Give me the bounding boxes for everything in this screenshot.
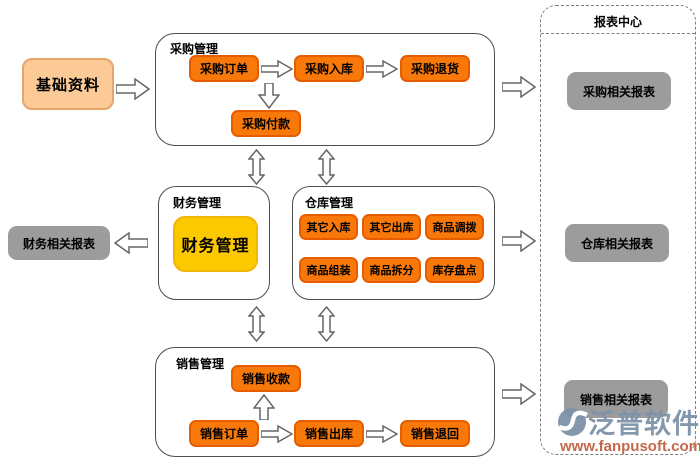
- arrow-purchase-warehouse-doublelink-icon: [318, 149, 335, 185]
- finance-group-title: 财务管理: [173, 196, 222, 210]
- warehouse-goods-assembly-node: 商品组装: [299, 257, 358, 283]
- warehouse-report-node: 仓库相关报表: [565, 224, 669, 262]
- purchase-group-title: 采购管理: [170, 42, 219, 56]
- arrow-purchase-to-report-icon: [502, 76, 536, 98]
- finance-report-node: 财务相关报表: [8, 226, 110, 260]
- watermark-url-text: www.fanpusoft.com: [560, 438, 700, 455]
- sales-outbound-node: 销售出库: [294, 420, 364, 447]
- arrow-finance-sales-doublelink-icon: [248, 306, 265, 342]
- report-center-group: 报表中心 采购相关报表 仓库相关报表 销售相关报表: [540, 5, 696, 455]
- warehouse-other-outbound-node: 其它出库: [362, 214, 421, 240]
- purchase-report-node: 采购相关报表: [567, 72, 671, 110]
- arrow-sales-order-to-outbound-icon: [261, 425, 293, 443]
- arrow-purchase-inbound-to-return-icon: [366, 60, 398, 78]
- arrow-sales-to-report-icon: [502, 383, 536, 405]
- warehouse-group-title: 仓库管理: [305, 196, 354, 210]
- arrow-purchase-order-to-inbound-icon: [261, 60, 293, 78]
- watermark: 泛普软件 www.fanpusoft.com: [556, 402, 700, 455]
- purchase-inbound-node: 采购入库: [294, 55, 364, 82]
- arrow-sales-outbound-to-return-icon: [366, 425, 398, 443]
- report-center-separator: [541, 33, 695, 34]
- warehouse-other-inbound-node: 其它入库: [299, 214, 358, 240]
- base-data-node: 基础资料: [22, 58, 114, 110]
- purchase-management-group: 采购管理 采购订单 采购入库 采购退货 采购付款: [155, 33, 495, 146]
- arrow-sales-order-to-receipt-icon: [253, 394, 275, 420]
- warehouse-stocktake-node: 库存盘点: [425, 257, 484, 283]
- purchase-order-node: 采购订单: [189, 55, 259, 82]
- sales-order-node: 销售订单: [189, 420, 259, 447]
- sales-group-title: 销售管理: [176, 357, 225, 371]
- sales-management-group: 销售管理 销售收款 销售订单 销售出库 销售退回: [155, 347, 495, 457]
- arrow-base-to-purchase-icon: [116, 78, 150, 100]
- fanpu-logo-icon: [556, 406, 589, 438]
- finance-main-node: 财务管理: [173, 216, 258, 272]
- warehouse-goods-split-node: 商品拆分: [362, 257, 421, 283]
- arrow-purchase-finance-doublelink-icon: [248, 149, 265, 185]
- arrow-warehouse-to-report-icon: [502, 230, 536, 252]
- finance-management-group: 财务管理 财务管理: [158, 186, 270, 300]
- sales-return-node: 销售退回: [400, 420, 470, 447]
- report-center-title: 报表中心: [593, 15, 642, 29]
- warehouse-goods-transfer-node: 商品调拨: [425, 214, 484, 240]
- arrow-purchase-order-to-payment-icon: [258, 83, 280, 109]
- arrow-warehouse-sales-doublelink-icon: [318, 306, 335, 342]
- sales-receipt-node: 销售收款: [231, 365, 301, 392]
- warehouse-management-group: 仓库管理 其它入库 其它出库 商品调拨 商品组装 商品拆分 库存盘点: [292, 186, 495, 300]
- arrow-finance-to-report-icon: [114, 232, 148, 254]
- watermark-brand-text: 泛普软件: [588, 409, 700, 439]
- purchase-payment-node: 采购付款: [231, 110, 301, 137]
- purchase-return-node: 采购退货: [400, 55, 470, 82]
